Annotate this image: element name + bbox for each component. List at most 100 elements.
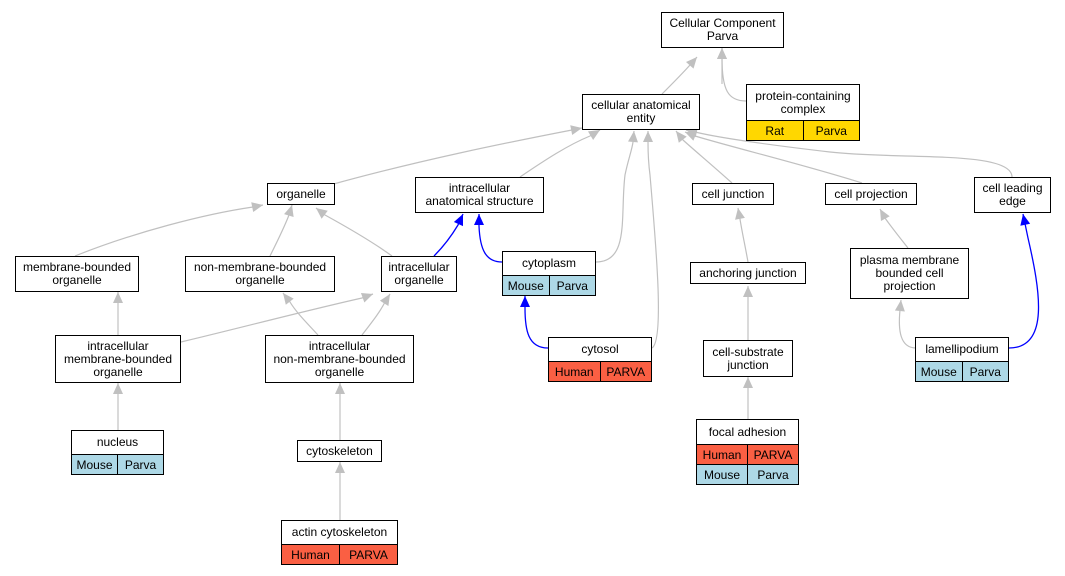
is-a-edge xyxy=(519,129,601,178)
species-cell: Mouse xyxy=(697,465,747,484)
node-label-line: organelle xyxy=(52,273,102,287)
is-a-edge xyxy=(595,130,635,263)
edge-arrowhead xyxy=(717,48,727,59)
node-label-line: cellular anatomical xyxy=(591,98,691,112)
species-cell: Mouse xyxy=(916,362,962,381)
edge-arrowhead xyxy=(251,202,263,213)
part-of-edge xyxy=(478,214,503,263)
edge-arrowhead xyxy=(284,205,294,217)
node-label-line: cell leading xyxy=(982,181,1043,195)
node-label-line: junction xyxy=(727,357,769,372)
edge-arrowhead xyxy=(1020,214,1031,226)
node-label-line: membrane-bounded xyxy=(22,260,132,274)
node-label-line: projection xyxy=(883,279,936,293)
node-label-line: focal adhesion xyxy=(708,424,787,439)
edge-arrowhead xyxy=(379,294,390,306)
node-label-line: intracellular xyxy=(308,338,371,353)
is-a-edge xyxy=(74,204,264,257)
edge-arrowhead xyxy=(676,131,687,143)
edge-arrowhead xyxy=(453,214,463,227)
is-a-edge xyxy=(675,130,733,184)
is-a-edge xyxy=(329,127,583,186)
edge-arrowhead xyxy=(520,296,530,307)
edge-arrowhead xyxy=(643,131,653,142)
node-label-line: intracellular xyxy=(448,181,511,195)
is-a-edge xyxy=(737,207,749,263)
node-cell-projection[interactable]: cell projection xyxy=(825,183,917,205)
node-label-line: cell projection xyxy=(834,186,908,201)
species-cell: Mouse xyxy=(503,276,549,295)
edge-arrowhead xyxy=(743,377,753,388)
edge-arrowhead xyxy=(360,293,373,303)
node-label-line: entity xyxy=(626,111,656,125)
gene-cell: Parva xyxy=(747,465,798,484)
part-of-edge xyxy=(524,296,549,349)
is-a-edge xyxy=(180,293,374,343)
node-label-line: cytosol xyxy=(581,342,619,356)
edge-arrowhead xyxy=(743,286,753,297)
node-label-line: organelle xyxy=(394,273,444,287)
node-label: cytosol xyxy=(549,338,651,361)
node-label-line: lamellipodium xyxy=(925,342,999,356)
node-label: focal adhesion xyxy=(697,420,798,444)
species-cell: Mouse xyxy=(72,455,117,474)
node-label: lamellipodium xyxy=(916,338,1008,361)
part-of-edge xyxy=(1008,213,1040,349)
node-cytoskeleton[interactable]: cytoskeleton xyxy=(297,440,382,462)
edge-arrowhead xyxy=(894,300,905,312)
node-label-line: anchoring junction xyxy=(699,265,797,280)
gene-cell: Parva xyxy=(548,276,595,295)
edge-arrowhead xyxy=(685,57,697,69)
species-cell: Human xyxy=(549,362,600,381)
node-label: cell junction xyxy=(693,184,773,204)
edge-arrowhead xyxy=(335,383,345,394)
node-label-line: Cellular Component xyxy=(669,16,776,30)
node-label: organelle xyxy=(268,184,334,204)
part-of-edge xyxy=(433,213,464,257)
gene-cell: PARVA xyxy=(599,362,651,381)
node-label-line: actin cytoskeleton xyxy=(291,525,388,539)
node-cell-junction[interactable]: cell junction xyxy=(692,183,774,205)
node-label-line: complex xyxy=(780,101,826,116)
node-anchoring-junction[interactable]: anchoring junction xyxy=(690,262,806,284)
gene-cell: PARVA xyxy=(747,445,798,464)
edge-arrowhead xyxy=(113,292,123,303)
node-label-line: cytoskeleton xyxy=(306,443,373,458)
is-a-edge xyxy=(685,129,1013,178)
gene-cell: PARVA xyxy=(339,545,397,564)
node-organelle[interactable]: organelle xyxy=(267,183,335,205)
node-label-line: Parva xyxy=(706,29,739,43)
node-label: anchoring junction xyxy=(691,263,805,283)
